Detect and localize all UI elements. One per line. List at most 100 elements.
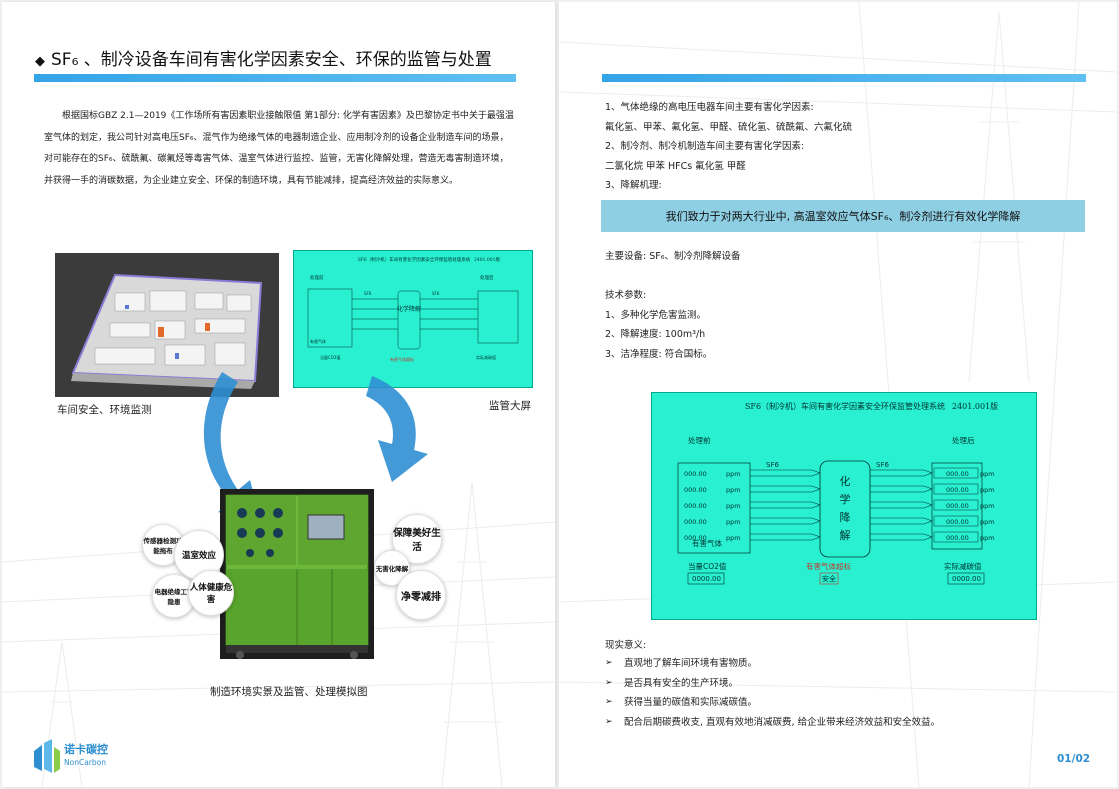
core-char-3: 降 [840, 510, 851, 524]
factors-line-1: 1、气体绝缘的高电压电器车间主要有害化学因素: [605, 102, 814, 113]
screen-after-label: 处理后 [952, 435, 975, 445]
unit-out-1: ppm [980, 486, 995, 494]
tech-item-1: 1、多种化学危害监测。 [605, 309, 707, 321]
caption-workshop: 车间安全、环境监测 [57, 404, 152, 416]
gas-label-in: SF6 [766, 461, 779, 469]
significance-list: ➢直观地了解车间环境有害物质。 ➢是否具有安全的生产环境。 ➢获得当量的碳值和实… [605, 654, 1085, 732]
out-cell-4 [933, 531, 979, 543]
tech-item-3: 3、洁净程度: 符合国标。 [605, 348, 713, 360]
reading-out-0: 000.00 [946, 470, 969, 478]
monitoring-screen-large: SF6（制冷机）车间有害化学因素安全环保监管处理系统 2401.001版 处理前… [651, 392, 1037, 620]
logo-text-cn: 诺卡碳控 [64, 743, 108, 756]
logo-mark-icon [34, 739, 60, 773]
unit-in-0: ppm [726, 470, 741, 478]
screen-before-label: 处理前 [688, 435, 711, 445]
arrow-bullet-icon: ➢ [605, 658, 613, 668]
pipe-out-2 [870, 501, 933, 509]
arrow-bullet-icon: ➢ [605, 716, 613, 727]
right-top-bar [602, 74, 1086, 82]
gas-label-out: SF6 [876, 461, 889, 469]
reading-in-1: 000.00 [684, 486, 707, 494]
reading-rows: 000.00 ppm 000.00 ppm 000.00 ppm 000.00 ppm 000.… [684, 467, 995, 543]
small-screen-before: 处理前 [310, 274, 324, 281]
degradation-machine-image [220, 489, 374, 659]
significance-title: 现实意义: [605, 640, 647, 651]
co2-label: 当量CO2值 [688, 561, 727, 571]
output-box [931, 462, 983, 550]
small-screen-harmful: 有害气体 [310, 338, 326, 344]
significance-item-2: ➢是否具有安全的生产环境。 [605, 674, 1085, 694]
reading-in-3: 000.00 [684, 518, 707, 526]
caption-bottom: 制造环境实景及监管、处理模拟图 [210, 686, 368, 698]
monitoring-screen-small: SF6（制冷机）车间有害化学因素安全环保监管处理系统 2401.001版 处理前… [293, 250, 533, 388]
factors-line-5: 3、降解机理: [605, 180, 662, 191]
reading-in-2: 000.00 [684, 502, 707, 510]
bubble-harmless: 无害化降解 [374, 550, 410, 586]
tech-title: 技术参数: [605, 290, 647, 301]
tech-item-2: 2、降解速度: 100m³/h [605, 329, 706, 340]
out-cell-2 [933, 499, 979, 511]
intro-paragraph: 根据国标GBZ 2.1—2019《工作场所有害因素职业接触限值 第1部分: 化学… [44, 111, 514, 186]
mission-banner: 我们致力于对两大行业中, 高温室效应气体SF₆、制冷剂进行有效化学降解 [601, 200, 1085, 232]
arrow-bullet-icon: ➢ [605, 697, 613, 707]
safe-label: 安全 [822, 574, 836, 583]
arrow-bullet-icon: ➢ [605, 677, 613, 688]
reading-out-3: 000.00 [946, 518, 969, 526]
significance-item-3: ➢获得当量的碳值和实际减碳值。 [605, 693, 1085, 713]
title-underline-bar [34, 74, 516, 82]
bubble-health: 人体健康危害 [188, 570, 234, 616]
diamond-bullet-icon: ◆ [35, 54, 45, 69]
unit-in-2: ppm [726, 502, 741, 510]
alarm-label: 有害气体超标 [806, 561, 851, 571]
co2-value: 0000.00 [692, 575, 721, 583]
screen-title: SF6（制冷机）车间有害化学因素安全环保监管处理系统 [745, 401, 945, 411]
unit-out-2: ppm [980, 502, 995, 510]
reading-out-2: 000.00 [946, 502, 969, 510]
unit-out-4: ppm [980, 534, 995, 542]
right-page: 1、气体绝缘的高电压电器车间主要有害化学因素: 氟化氢、甲苯、氟化氢、甲醛、硫化… [559, 2, 1117, 787]
page-title: ◆SF₆ 、制冷设备车间有害化学因素安全、环保的监管与处置 [35, 50, 492, 70]
reduce-label: 实际减碳值 [944, 561, 982, 571]
unit-in-4: ppm [726, 534, 741, 542]
flow-arrows [203, 372, 428, 524]
tech-params: 技术参数: 1、多种化学危害监测。 2、降解速度: 100m³/h 3、洁净程度… [605, 286, 712, 364]
reading-in-0: 000.00 [684, 470, 707, 478]
screen-version: 2401.001版 [952, 401, 998, 411]
small-screen-core: 化学降解 [397, 305, 421, 313]
pipe-out-1 [870, 485, 933, 493]
unit-in-3: ppm [726, 518, 741, 526]
out-cell-1 [933, 483, 979, 495]
company-logo: 诺卡碳控 NonCarbon [32, 739, 122, 775]
left-page: ◆SF₆ 、制冷设备车间有害化学因素安全、环保的监管与处置 根据国标GBZ 2.… [2, 2, 555, 787]
main-equipment: 主要设备: SF₆、制冷剂降解设备 [605, 251, 741, 262]
pipe-out-0 [870, 469, 933, 477]
core-char-2: 学 [840, 492, 851, 506]
factors-block: 1、气体绝缘的高电压电器车间主要有害化学因素: 氟化氢、甲苯、氟化氢、甲醛、硫化… [605, 98, 852, 196]
small-screen-alarm: 有害气体超标 [390, 356, 414, 362]
small-screen-co2-label: 当量CO2值 [320, 354, 341, 360]
page-number: 01/02 [1057, 753, 1091, 765]
small-screen-gas-right: SF6 [432, 291, 440, 296]
out-cell-0 [933, 467, 979, 479]
reduce-value: 0000.00 [952, 575, 981, 583]
unit-in-1: ppm [726, 486, 741, 494]
factors-line-4: 二氯化烷 甲苯 HFCs 氟化氢 甲醛 [605, 160, 746, 172]
out-cell-3 [933, 515, 979, 527]
logo-text-en: NonCarbon [64, 758, 106, 767]
significance-item-1: ➢直观地了解车间环境有害物质。 [605, 654, 1085, 674]
harmful-gas-label: 有害气体 [692, 538, 722, 548]
bubble-insulation: 电器绝缘工艺隐患 [152, 574, 196, 618]
factors-line-3: 2、制冷剂、制冷机制造车间主要有害化学因素: [605, 141, 805, 152]
bubble-net-zero: 净零减排 [396, 570, 446, 620]
pipe-out-4 [870, 533, 933, 541]
reading-out-4: 000.00 [946, 534, 969, 542]
small-screen-title: SF6（制冷机）车间有害化学因素安全环保监管处理系统 [358, 256, 471, 263]
small-screen-version: 2401.001版 [474, 256, 500, 263]
workshop-3d-image [55, 253, 279, 397]
core-char-1: 化 [840, 474, 851, 488]
reading-out-1: 000.00 [946, 486, 969, 494]
small-screen-reduce-label: 实际减碳值 [476, 354, 496, 360]
core-char-4: 解 [840, 528, 851, 542]
caption-screen: 监管大屏 [489, 400, 531, 412]
factors-line-2: 氟化氢、甲苯、氟化氢、甲醛、硫化氢、硫酰氟、六氟化硫 [605, 121, 853, 133]
